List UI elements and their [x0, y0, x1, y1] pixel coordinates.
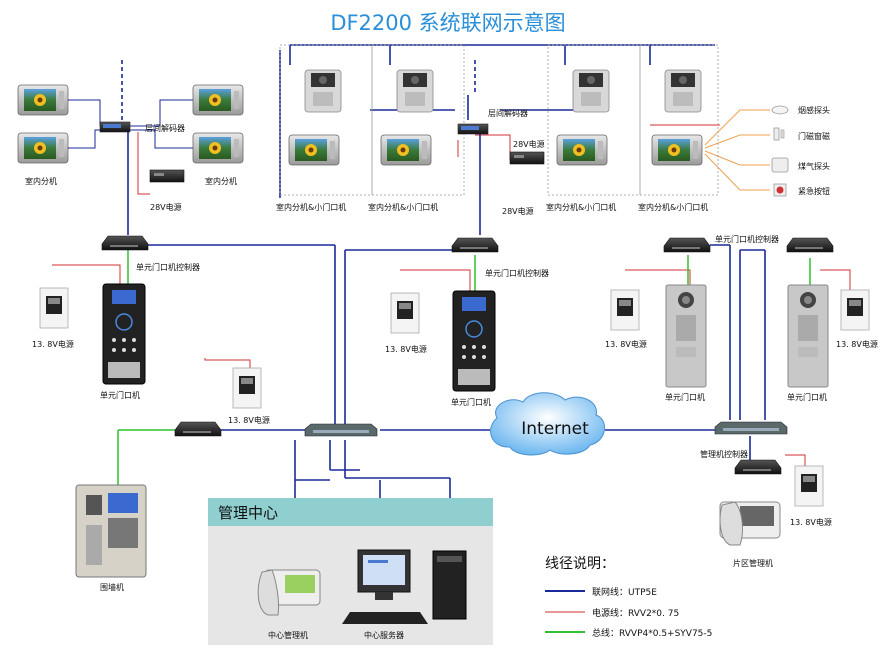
apartment-label: 室内分机&小门口机 [546, 202, 616, 212]
unit-door-station [787, 284, 829, 388]
legend-item: 联网线：UTP5E [592, 586, 657, 598]
manager-controller-label: 管理机控制器 [700, 449, 748, 459]
wall-door-station [75, 484, 147, 578]
internet-cloud-icon [490, 392, 605, 456]
power-28v [149, 169, 185, 183]
unit-door-controller [451, 237, 499, 253]
indoor-monitor [192, 84, 244, 116]
apartment-label: 室内分机&小门口机 [276, 202, 346, 212]
indoor-label: 室内分机 [205, 176, 237, 186]
sensor-label: 紧急按钮 [798, 186, 830, 196]
power-13-8v [390, 292, 420, 334]
area-manager-terminal [719, 501, 781, 546]
unit-door-label: 单元门口机 [100, 390, 140, 400]
indoor-monitor [651, 134, 703, 166]
indoor-monitor [288, 134, 340, 166]
power-13-8v-label: 13. 8V电源 [385, 344, 427, 354]
power-28v-label: 28V电源 [513, 139, 545, 149]
power-13-8v-label: 13. 8V电源 [228, 415, 270, 425]
apartment-label: 室内分机&小门口机 [368, 202, 438, 212]
power-13-8v-label: 13. 8V电源 [790, 517, 832, 527]
center-manager-terminal [257, 569, 321, 616]
unit-door-label: 单元门口机 [665, 392, 705, 402]
legend-item: 电源线：RVV2*0. 75 [592, 607, 679, 619]
unit-door-controller [786, 237, 834, 253]
manager-controller [734, 459, 782, 475]
center-server [342, 549, 467, 624]
power-13-8v-label: 13. 8V电源 [605, 339, 647, 349]
power-28v-label: 28V电源 [150, 202, 182, 212]
unit-door-controller [663, 237, 711, 253]
unit-door-station [452, 290, 496, 392]
legend: 线径说明： 联网线：UTP5E 电源线：RVV2*0. 75 总线：RVVP4*… [545, 556, 712, 639]
apartment-frames [279, 44, 719, 196]
center-server-label: 中心服务器 [364, 630, 404, 640]
network-switch [714, 421, 788, 435]
power-13-8v-label: 13. 8V电源 [32, 339, 74, 349]
small-door-station [572, 69, 610, 113]
indoor-label: 室内分机 [25, 176, 57, 186]
management-center-title: 管理中心 [218, 504, 278, 522]
apartment-label: 室内分机&小门口机 [638, 202, 708, 212]
power-lines [52, 124, 851, 470]
sensor-door-icon [773, 127, 785, 141]
unit-door-station [102, 283, 146, 385]
bus-lines [117, 250, 811, 490]
legend-title: 线径说明： [545, 556, 615, 572]
indoor-monitor [192, 132, 244, 164]
diagram-title: DF2200 系统联网示意图 [330, 11, 565, 35]
indoor-monitor [380, 134, 432, 166]
controller-label: 单元门口机控制器 [715, 234, 779, 244]
floor-decoder [99, 121, 131, 133]
power-13-8v [610, 289, 640, 331]
floor-decoder [457, 123, 489, 135]
floor-decoder-label: 层间解码器 [488, 108, 528, 118]
legend-item: 总线：RVVP4*0.5+SYV75-5 [592, 627, 712, 639]
wall-unit-label: 围墙机 [100, 582, 124, 592]
unit-door-label: 单元门口机 [451, 397, 491, 407]
controller-label: 单元门口机控制器 [136, 262, 200, 272]
unit-door-station [665, 284, 707, 388]
small-door-station [304, 69, 342, 113]
controller-label: 单元门口机控制器 [485, 268, 549, 278]
internet-label: Internet [521, 419, 589, 439]
sensor-label: 烟感探头 [798, 105, 830, 115]
indoor-monitor [556, 134, 608, 166]
network-switch [304, 423, 378, 437]
sensor-lines [704, 109, 770, 191]
sensor-label: 煤气探头 [798, 161, 830, 171]
sensor-label: 门磁窗磁 [798, 131, 830, 141]
indoor-links [68, 99, 193, 149]
wall-unit-controller [174, 421, 222, 437]
indoor-monitor [17, 84, 69, 116]
power-13-8v [840, 289, 870, 331]
power-13-8v [232, 367, 262, 409]
unit-door-controller [101, 235, 149, 251]
management-center-header [208, 498, 493, 526]
center-manager-label: 中心管理机 [268, 630, 308, 640]
unit-door-label: 单元门口机 [787, 392, 827, 402]
power-28v-label: 28V电源 [502, 206, 534, 216]
power-13-8v [39, 287, 69, 329]
sensor-smoke-icon [771, 105, 789, 115]
power-13-8v [794, 465, 824, 507]
small-door-station [396, 69, 434, 113]
floor-decoder-label: 层间解码器 [145, 123, 185, 133]
area-manager-label: 片区管理机 [733, 558, 773, 568]
power-13-8v-label: 13. 8V电源 [836, 339, 878, 349]
indoor-monitor [17, 132, 69, 164]
sensor-gas-icon [771, 157, 789, 173]
power-28v [509, 151, 545, 165]
panic-button-icon [773, 183, 787, 197]
small-door-station [664, 69, 702, 113]
